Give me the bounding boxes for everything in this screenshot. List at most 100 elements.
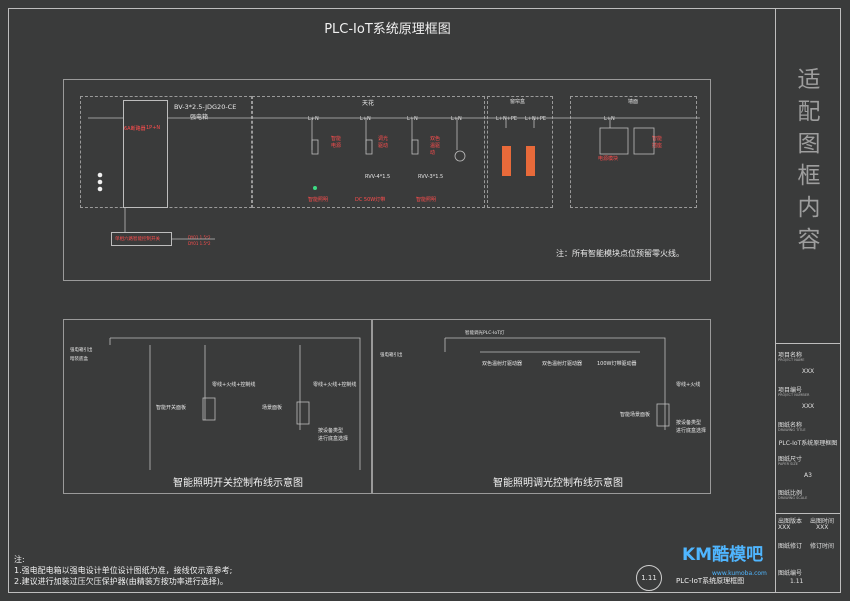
wall-box [570,96,697,208]
lnpe-label: L+N+PE [496,116,518,122]
socket-symbol [633,127,655,155]
field-sub: PAPER SIZE [778,462,799,466]
ground-markers [313,186,317,190]
field-value: XXX [801,403,815,410]
cable-label: BV-3*2.5-JDG20-CE [174,103,237,111]
revision-date-label: 修订时间 [810,543,835,550]
rvv-label: RVV-3*1.5 [418,174,444,180]
field-value: PLC-IoT系统原理框图 [778,440,838,447]
diagram-label: 暗装底盒 [70,357,88,362]
field-value: XXX [801,368,815,375]
switch-box [202,397,216,421]
module-label: 电源模块 [598,156,619,162]
field-sub: DRAWING SCALE [778,496,808,500]
wire-label: DY01 1.5*2 [188,241,211,246]
diagram-label: 进行底盒选择 [318,436,349,442]
diagram-label: 智能开关面板 [156,405,187,411]
field-label: 项目名称 [778,352,803,359]
terminal-dot [97,179,103,185]
control-module-label: 单相六路智能控制开关 [115,237,160,242]
diagram-label: 双色温射灯驱动器 [482,361,523,367]
module-label: 智能电源 [331,136,342,149]
note-line: 2.建议进行加装过压欠压保护器(由精装方按功率进行选择)。 [14,577,228,586]
scene-box [296,401,310,425]
field-label: 图纸比例 [778,490,803,497]
divider [776,343,840,344]
switch-panel-symbol [599,127,629,155]
ceiling-box [252,96,485,208]
drawing-no-value: 1.11 [790,578,804,585]
lnpe-label: L+N+PE [525,116,547,122]
note-line: 1.强电配电箱以强电设计单位设计图纸为准，接线仅示意参考; [14,566,233,575]
terminal-dot [97,186,103,192]
driver-symbol [411,139,419,155]
fixture-label: 智能照明 [308,197,329,203]
field-sub: PROJECT NAME [778,358,805,362]
caption-left: 智能照明开关控制布线示意图 [173,478,303,489]
site-url: www.kumoba.com [712,570,767,577]
fixture-label: 智能照明 [416,197,437,203]
issue-version-label: 出图版本 [778,518,803,525]
curtain-motors [502,146,535,176]
diagram-label: 零线+火线 [676,382,701,388]
issue-date-label: 出图时间 [810,518,835,525]
module-label: 智能插座 [652,136,663,149]
fixture-label: DC 50W灯带 [355,197,386,203]
module-label: 调光驱动 [378,136,389,149]
rvv-label: RVV-4*1.5 [365,174,391,180]
diagram-label: 场景面板 [262,405,283,411]
wiring-panel-right [372,319,711,494]
ln-label: L+N [360,116,371,122]
curtain-motor-symbol [526,146,535,176]
scene-box [656,403,670,427]
curtain-section-label: 窗帘盒 [510,99,526,105]
breaker-box [123,100,168,208]
field-label: 图纸尺寸 [778,456,803,463]
notes-block: 注: 1.强电配电箱以强电设计单位设计图纸为准，接线仅示意参考; 2.建议进行加… [14,554,232,587]
field-sub: PROJECT NUMBER [778,393,810,397]
ln-label: L+N [451,116,462,122]
control-module [111,232,172,246]
field-label: 项目编号 [778,387,803,394]
diagram-label: 智能场景面板 [620,412,651,418]
page-number-circle: 1.11 [636,565,662,591]
caption-right: 智能照明调光控制布线示意图 [493,478,623,489]
wiring-panel-left [63,319,372,494]
driver-symbol [311,139,319,155]
page-name: PLC-IoT系统原理框图 [676,577,745,585]
breaker-label: 6A断路器 [124,126,146,132]
driver-symbol [365,139,373,155]
lamp-symbol [454,150,466,162]
diagram-label: 100W灯带驱动器 [597,361,637,367]
diagram-label: 双色温射灯驱动器 [542,361,583,367]
cabinet-label: 强电箱 [190,114,209,121]
schematic-note: 注：所有智能模块点位预留零火线。 [556,249,684,258]
terminal-dots [97,172,103,192]
curtain-box [487,96,553,208]
diagram-label: 进行底盒选择 [676,428,707,434]
divider [776,513,840,514]
issue-date-value: XXX [816,524,829,531]
diagram-label: 按设备类型 [676,420,702,426]
curtain-motor-symbol [502,146,511,176]
field-value: A3 [804,472,812,479]
diagram-label: 智能调光PLC-IoT灯 [465,331,505,336]
ln-label: L+N [604,116,615,122]
diagram-label: 零线+火线+控制线 [313,382,357,388]
diagram-label: 按设备类型 [318,428,344,434]
drawing-frame [8,8,841,593]
notes-heading: 注: [14,555,25,564]
ln-label: L+N [308,116,319,122]
terminal-dot [97,172,103,178]
site-logo: KM酷模吧 [682,545,764,565]
breaker-type-label: 1P+N [146,125,161,131]
page-title: PLC-IoT系统原理框图 [324,22,451,37]
diagram-label: 零线+火线+控制线 [212,382,256,388]
drawing-no-label: 图纸编号 [778,570,803,577]
wall-section-label: 墙面 [628,99,639,105]
title-block: 适 配 图 框 内 容 项目名称 PROJECT NAME XXX 项目编号 P… [775,8,841,593]
diagram-label: 强电箱引出 [70,348,93,353]
field-sub: DRAWING TITLE [778,428,806,432]
issue-version-value: XXX [778,524,791,531]
